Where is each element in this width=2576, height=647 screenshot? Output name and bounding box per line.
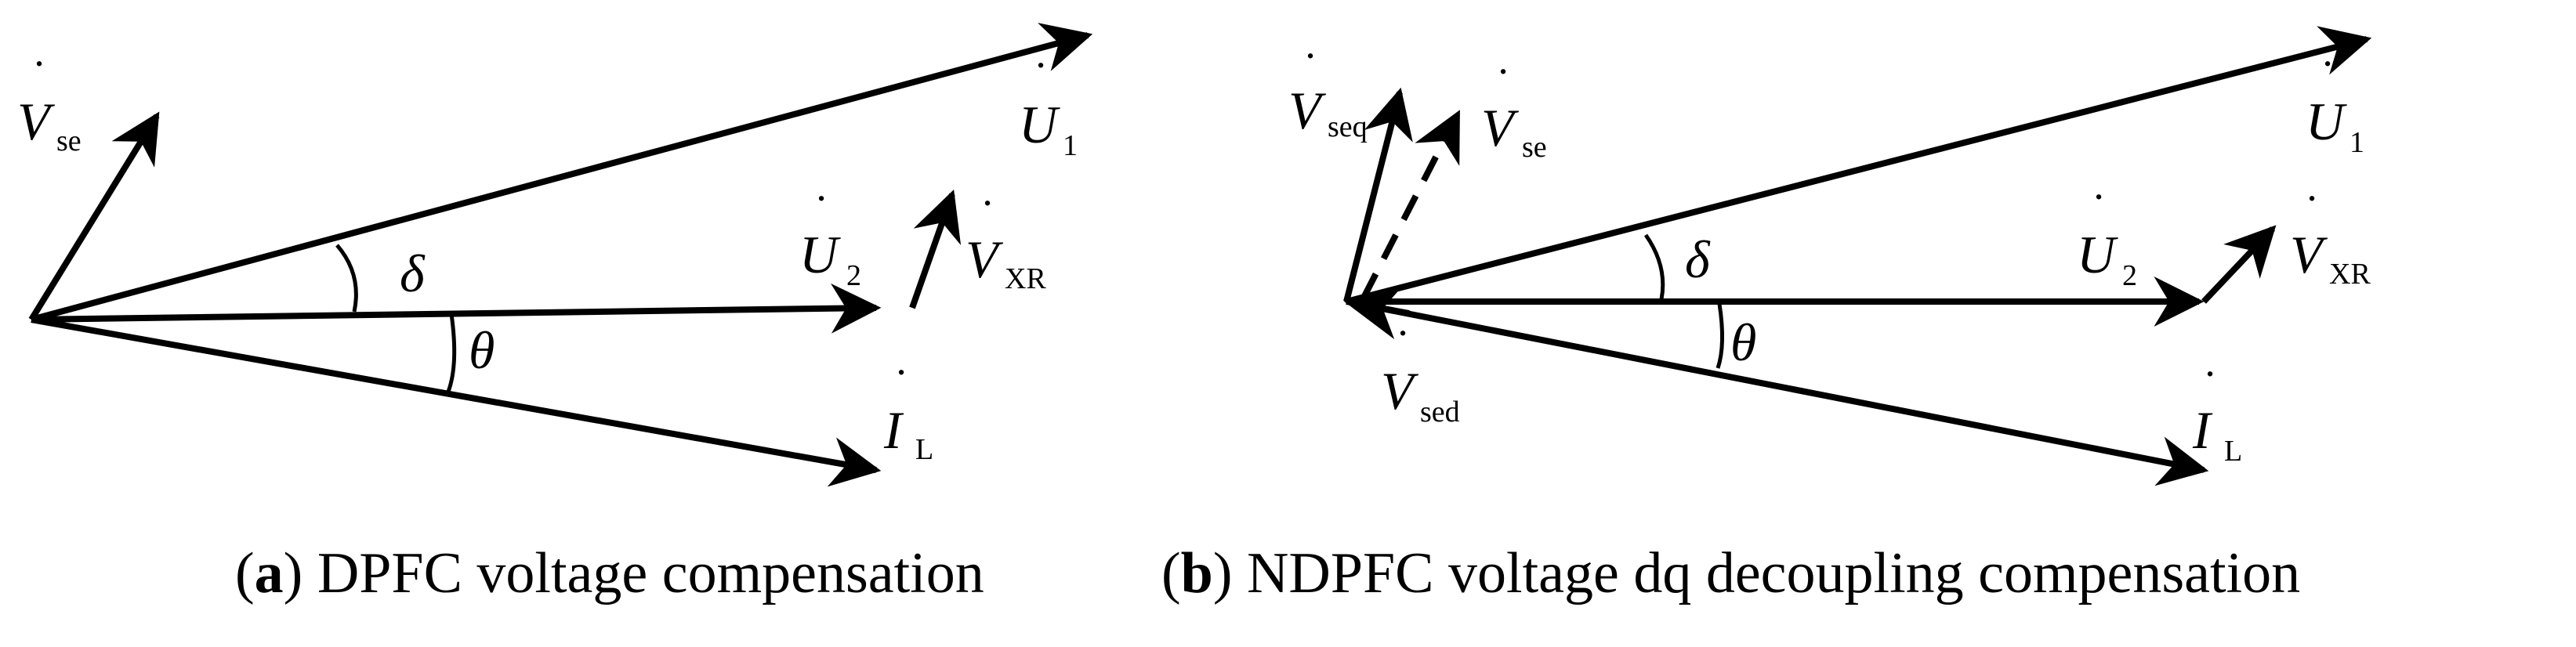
svg-text:XR: XR bbox=[2329, 258, 2371, 291]
panel-a-delta-arc bbox=[335, 244, 358, 313]
panel-a-label-vse: ˙ V se bbox=[17, 51, 82, 157]
panel-a-label-u2: ˙ U 2 bbox=[799, 186, 861, 292]
panel-b-label-vsed: ˙ V sed bbox=[1381, 320, 1460, 428]
panel-b-delta-label: δ bbox=[1685, 230, 1711, 289]
panel-a-caption-close-paren: ) bbox=[283, 541, 303, 605]
svg-text:I: I bbox=[2192, 400, 2213, 460]
svg-text:2: 2 bbox=[2122, 259, 2137, 292]
svg-text:˙: ˙ bbox=[980, 190, 995, 242]
svg-text:V: V bbox=[1481, 98, 1520, 157]
panel-b-label-vseq: ˙ V seq bbox=[1288, 43, 1368, 143]
svg-text:seq: seq bbox=[1328, 110, 1368, 143]
panel-a-caption-open-paren: ( bbox=[235, 541, 255, 605]
panel-b-caption-open-paren: ( bbox=[1161, 541, 1181, 605]
panel-b-vector-vse bbox=[1360, 110, 1461, 299]
svg-text:˙: ˙ bbox=[1495, 59, 1511, 110]
svg-text:1: 1 bbox=[2350, 126, 2364, 159]
panel-b-label-vxr: ˙ V XR bbox=[2290, 186, 2371, 291]
panel-a-caption-text: DPFC voltage compensation bbox=[317, 541, 984, 605]
panel-b-theta-label: θ bbox=[1730, 313, 1756, 372]
panel-b-caption-close-paren: ) bbox=[1212, 541, 1233, 605]
svg-text:se: se bbox=[1522, 131, 1547, 164]
panel-a-label-u1: ˙ U 1 bbox=[1019, 52, 1078, 162]
panel-b-vector-il bbox=[1346, 298, 2209, 486]
panel-a-vector-u2 bbox=[31, 283, 882, 334]
panel-b-diagram: ˙ V seq ˙ V se ˙ U 1 ˙ U 2 ˙ V XR ˙ V se… bbox=[1288, 26, 2372, 486]
panel-b-caption-text: NDPFC voltage dq decoupling compensation bbox=[1246, 541, 2301, 605]
svg-text:V: V bbox=[2290, 225, 2328, 284]
svg-text:˙: ˙ bbox=[31, 51, 47, 103]
panel-a-label-il: ˙ I L bbox=[883, 360, 933, 466]
panel-a-vector-il bbox=[31, 316, 882, 487]
panel-b-vector-vseq bbox=[1343, 87, 1413, 302]
svg-text:L: L bbox=[2224, 435, 2242, 468]
panel-a-delta-label: δ bbox=[400, 244, 426, 303]
svg-text:U: U bbox=[1019, 95, 1060, 154]
svg-text:˙: ˙ bbox=[893, 360, 909, 411]
panel-b-delta-arc bbox=[1643, 233, 1665, 300]
svg-text:˙: ˙ bbox=[1395, 320, 1411, 372]
panel-a-vector-vse bbox=[28, 111, 160, 322]
panel-b-label-vse: ˙ V se bbox=[1481, 59, 1547, 164]
panel-b-label-u2: ˙ U 2 bbox=[2077, 184, 2137, 292]
panel-a-vector-u1 bbox=[30, 23, 1093, 323]
svg-text:U: U bbox=[799, 225, 841, 284]
svg-text:XR: XR bbox=[1005, 262, 1046, 295]
svg-text:V: V bbox=[1288, 81, 1327, 140]
svg-text:V: V bbox=[966, 230, 1004, 289]
svg-text:˙: ˙ bbox=[1302, 43, 1318, 95]
panel-b-label-u1: ˙ U 1 bbox=[2306, 51, 2364, 159]
svg-text:V: V bbox=[1381, 361, 1419, 421]
svg-text:sed: sed bbox=[1420, 396, 1460, 428]
svg-text:L: L bbox=[915, 433, 933, 466]
panel-b-theta-arc bbox=[1716, 303, 1725, 369]
panel-b-vector-vxr bbox=[2201, 225, 2277, 304]
panel-b-caption-letter: b bbox=[1180, 541, 1213, 605]
panel-a-diagram: ˙ V se ˙ U 1 ˙ U 2 ˙ V XR ˙ I L δ θ bbox=[17, 23, 1093, 487]
panel-a-vector-vxr bbox=[909, 189, 962, 309]
svg-text:1: 1 bbox=[1063, 129, 1078, 162]
svg-text:se: se bbox=[56, 125, 82, 157]
panel-b-vector-vsed bbox=[1343, 284, 1410, 340]
svg-text:˙: ˙ bbox=[1033, 52, 1049, 104]
panel-a-theta-label: θ bbox=[469, 320, 495, 380]
svg-text:˙: ˙ bbox=[813, 186, 829, 237]
svg-text:˙: ˙ bbox=[2320, 51, 2335, 103]
svg-text:2: 2 bbox=[846, 259, 861, 292]
svg-text:U: U bbox=[2306, 92, 2347, 151]
svg-text:V: V bbox=[17, 92, 56, 151]
panel-a-caption-letter: a bbox=[254, 541, 284, 605]
svg-text:U: U bbox=[2077, 225, 2118, 284]
svg-text:˙: ˙ bbox=[2304, 186, 2320, 237]
panel-b-caption: (b) NDPFC voltage dq decoupling compensa… bbox=[1161, 540, 2300, 627]
svg-text:˙: ˙ bbox=[2091, 184, 2107, 236]
svg-text:˙: ˙ bbox=[2202, 361, 2218, 413]
svg-text:I: I bbox=[883, 400, 904, 460]
panel-a-label-vxr: ˙ V XR bbox=[966, 190, 1046, 295]
panel-a-theta-arc bbox=[446, 313, 457, 392]
panel-b-label-il: ˙ I L bbox=[2192, 361, 2242, 468]
panel-b-vector-u1 bbox=[1346, 26, 2372, 305]
panel-a-caption: (a) DPFC voltage compensation bbox=[235, 540, 984, 627]
